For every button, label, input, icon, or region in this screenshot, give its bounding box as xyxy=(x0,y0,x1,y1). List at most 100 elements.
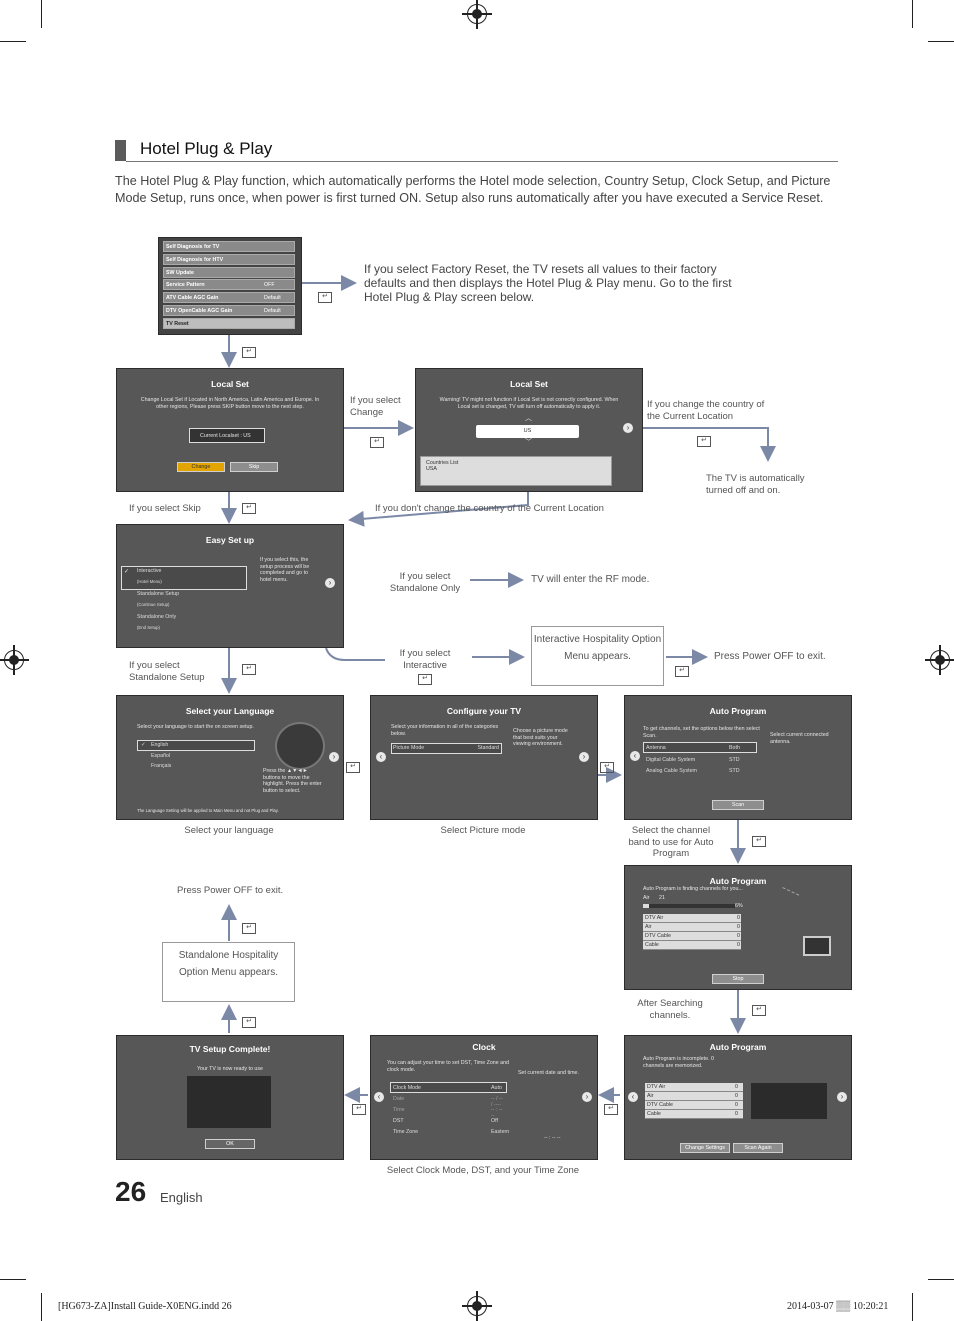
setting-value: Off xyxy=(491,1118,498,1124)
label-if-select-standalone-only: If you select Standalone Only xyxy=(385,571,465,594)
setting-value: STD xyxy=(729,768,740,774)
check-icon: ✓ xyxy=(124,569,129,576)
easy-setup-option[interactable]: Interactive xyxy=(137,568,161,574)
language-option[interactable]: English xyxy=(151,742,168,748)
check-icon: ✓ xyxy=(141,742,145,748)
scan-button[interactable]: Scan xyxy=(712,800,764,810)
enter-icon: ↵ xyxy=(752,836,766,847)
setting-value: 0 xyxy=(737,933,740,939)
preview-image xyxy=(751,1083,827,1119)
service-menu-item[interactable]: SW Update xyxy=(163,267,295,278)
screen-description: Your TV is now ready to use xyxy=(117,1066,343,1073)
preview-image xyxy=(187,1076,271,1128)
chevron-down-icon[interactable]: ﹀ xyxy=(525,440,532,447)
auto2-status: Auto Program is finding channels for you… xyxy=(643,886,743,893)
setting-label: DTV Air xyxy=(645,915,663,921)
change-button[interactable]: Change xyxy=(177,462,225,472)
auto-program-progress-screen: Auto Program Auto Program is finding cha… xyxy=(624,865,852,990)
setting-row[interactable]: DST Off xyxy=(391,1117,505,1125)
arrow-left-icon[interactable]: ‹ xyxy=(374,1092,384,1102)
standalone-option-box: Standalone Hospitality Option Menu appea… xyxy=(162,942,295,1002)
enter-icon: ↵ xyxy=(242,1017,256,1028)
arrow-left-icon[interactable]: ‹ xyxy=(628,1092,638,1102)
language-hint: Press the ▲▼◄► buttons to move the highl… xyxy=(263,768,325,794)
setting-row[interactable]: Time-- : -- -- xyxy=(391,1106,505,1114)
arrow-left-icon[interactable]: ‹ xyxy=(630,751,640,761)
interactive-option-box: Interactive Hospitality Option Menu appe… xyxy=(531,626,664,686)
language-option[interactable]: Español xyxy=(151,753,170,759)
page-language: English xyxy=(160,1190,203,1205)
service-menu-item[interactable]: TV Reset xyxy=(163,318,295,329)
stop-button[interactable]: Stop xyxy=(712,974,764,984)
setting-row[interactable]: DTV Air 0 xyxy=(643,914,741,923)
language-option[interactable]: Français xyxy=(151,763,171,769)
skip-button[interactable]: Skip xyxy=(230,462,278,472)
enter-icon: ↵ xyxy=(600,762,614,773)
arrow-right-icon[interactable]: › xyxy=(329,752,339,762)
arrow-right-icon[interactable]: › xyxy=(623,423,633,433)
country-selector[interactable]: US xyxy=(476,425,579,438)
current-localset-field: Current Localset : US xyxy=(189,428,265,443)
scan-again-button[interactable]: Scan Again xyxy=(733,1143,783,1153)
local-set-confirm-screen: Local Set Warning! TV might not function… xyxy=(415,368,643,492)
setting-label: DTV Air xyxy=(647,1084,665,1090)
easy-setup-option[interactable]: Standalone Setup xyxy=(137,591,179,597)
picture-mode-field[interactable]: Picture Mode Standard xyxy=(391,743,502,754)
auto2-air-channel: 21 xyxy=(659,895,665,902)
screen-description: Select your information in all of the ca… xyxy=(391,724,511,737)
service-menu-item[interactable]: Self Diagnosis for HTV xyxy=(163,254,295,265)
service-menu-item-value: Default xyxy=(264,308,281,314)
service-menu-item-label: TV Reset xyxy=(166,321,189,327)
label-after-searching: After Searching channels. xyxy=(632,998,708,1021)
setting-label: Antenna xyxy=(646,745,666,751)
arrow-right-icon[interactable]: › xyxy=(325,578,335,588)
label-tv-turned-off: The TV is automatically turned off and o… xyxy=(706,473,826,496)
setting-value: Eastern xyxy=(491,1129,509,1135)
screen-title: Clock xyxy=(371,1042,597,1052)
setting-label: DST xyxy=(393,1118,404,1124)
remote-control-icon xyxy=(275,722,325,770)
ok-button[interactable]: OK xyxy=(205,1139,255,1149)
footer-timestamp: 2014-03-07 ▒▒ 10:20:21 xyxy=(787,1301,888,1312)
label-select-clock: Select Clock Mode, DST, and your Time Zo… xyxy=(370,1165,596,1177)
setting-value: STD xyxy=(729,757,740,763)
label-rf-mode: TV will enter the RF mode. xyxy=(531,574,649,586)
antenna-icon xyxy=(775,887,799,912)
label-press-power-off-2: Press Power OFF to exit. xyxy=(177,885,283,897)
arrow-left-icon[interactable]: ‹ xyxy=(376,752,386,762)
screen-title: Auto Program xyxy=(625,876,851,886)
arrow-right-icon[interactable]: › xyxy=(837,1092,847,1102)
change-settings-button[interactable]: Change Settings xyxy=(680,1143,730,1153)
screen-title: Local Set xyxy=(117,379,343,389)
enter-icon: ↵ xyxy=(370,437,384,448)
label-if-select-standalone-setup: If you select Standalone Setup xyxy=(129,660,219,683)
chevron-up-icon[interactable]: ︿ xyxy=(525,416,532,423)
easy-setup-option[interactable]: Standalone Only xyxy=(137,614,176,620)
setting-value: 0 xyxy=(735,1093,738,1099)
service-menu-item-value: Default xyxy=(264,295,281,301)
setting-row[interactable]: Date-- / -- / ---- xyxy=(391,1095,505,1103)
arrow-right-icon[interactable]: › xyxy=(579,752,589,762)
setting-value: 0 xyxy=(737,915,740,921)
setting-label: Cable xyxy=(645,942,659,948)
arrow-right-icon[interactable]: › xyxy=(582,1092,592,1102)
easy-setup-option-sub: (End Setup) xyxy=(137,625,160,630)
enter-icon: ↵ xyxy=(418,674,432,685)
configure-screen: Configure your TV Select your informatio… xyxy=(370,695,598,820)
service-menu-item[interactable]: Self Diagnosis for TV xyxy=(163,241,295,252)
